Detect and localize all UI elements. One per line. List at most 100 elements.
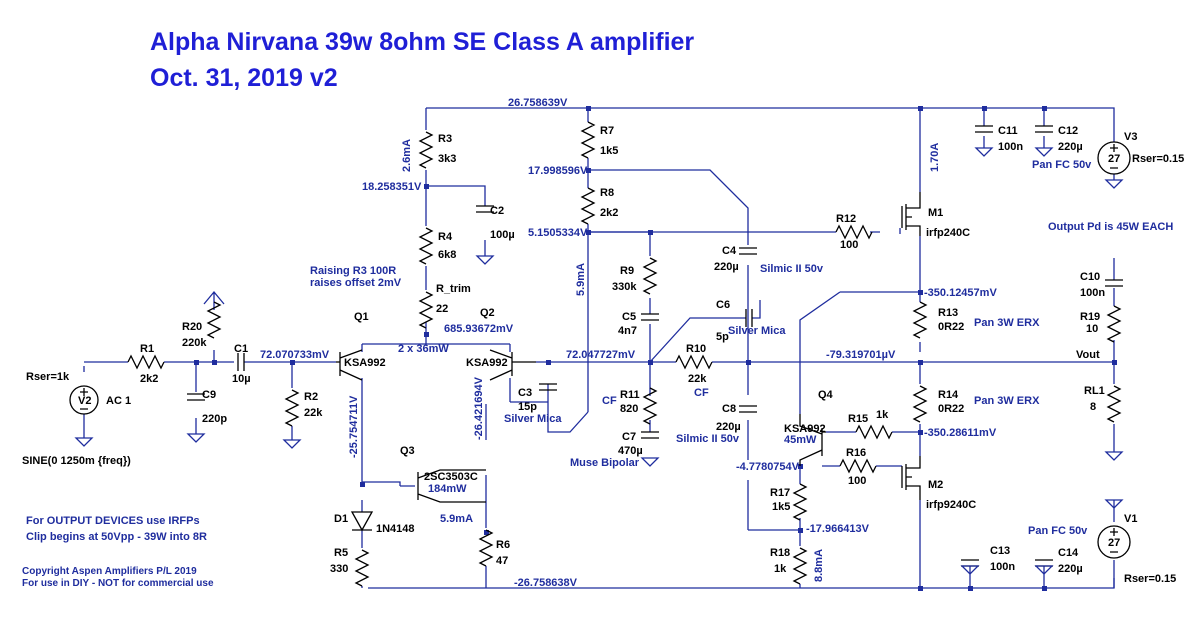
- r12-symbol: [835, 225, 873, 239]
- label-m2: M2: [928, 479, 943, 491]
- value-r3: 3k3: [438, 153, 456, 165]
- label-r19: R19: [1080, 311, 1100, 323]
- value-v2: AC 1: [106, 395, 131, 407]
- node-r8: 5.1505334V: [528, 227, 588, 239]
- r15-symbol: [855, 425, 893, 439]
- value-r1: 2k2: [140, 373, 158, 385]
- label-q1: Q1: [354, 311, 369, 323]
- ann-silmic1: Silmic II 50v: [760, 263, 824, 275]
- label-c10: C10: [1080, 271, 1100, 283]
- r14-symbol: [913, 385, 927, 423]
- value-c5: 4n7: [618, 325, 637, 337]
- transistors: [336, 192, 921, 532]
- ann-silmic2: Silmic II 50v: [676, 433, 740, 445]
- c7-symbol: [640, 431, 660, 439]
- label-c12: C12: [1058, 125, 1078, 137]
- r16-symbol: [839, 459, 877, 473]
- ann-cf2: CF: [694, 387, 709, 399]
- ann-devices1: For OUTPUT DEVICES use IRFPs: [26, 515, 200, 527]
- r20-symbol: [207, 301, 221, 339]
- rtrim-symbol: [419, 291, 433, 329]
- label-r8: R8: [600, 187, 614, 199]
- label-q2: Q2: [480, 307, 495, 319]
- value-v1: 27: [1108, 537, 1120, 549]
- c11-symbol: [974, 125, 994, 133]
- c5-symbol: [640, 313, 660, 321]
- value-r2: 22k: [304, 407, 323, 419]
- value-r6: 47: [496, 555, 508, 567]
- label-r15: R15: [848, 413, 868, 425]
- value-c9: 220p: [202, 413, 227, 425]
- rl1-symbol: [1107, 385, 1121, 423]
- label-c9: C9: [202, 389, 216, 401]
- value-c11: 100n: [998, 141, 1023, 153]
- label-c1: C1: [234, 343, 248, 355]
- ann-p-q4: 45mW: [784, 434, 817, 446]
- ann-pancap1: Pan FC 50v: [1032, 159, 1092, 171]
- label-c11: C11: [998, 125, 1018, 137]
- value-r15: 1k: [876, 409, 889, 421]
- label-r17: R17: [770, 487, 790, 499]
- label-r20: R20: [182, 321, 202, 333]
- ann-silver2: Silver Mica: [728, 325, 786, 337]
- ann-silver1: Silver Mica: [504, 413, 562, 425]
- ann-devices2: Clip begins at 50Vpp - 39W into 8R: [26, 531, 207, 543]
- value-r20: 220k: [182, 337, 207, 349]
- label-r7: R7: [600, 125, 614, 137]
- label-rtrim: R_trim: [436, 283, 471, 295]
- ann-muse: Muse Bipolar: [570, 457, 640, 469]
- ann-raising2: raises offset 2mV: [310, 277, 402, 289]
- label-c7: C7: [622, 431, 636, 443]
- r17-symbol: [793, 483, 807, 521]
- r20-supply-arrow: [203, 290, 225, 305]
- label-c5: C5: [622, 311, 636, 323]
- label-d1: D1: [334, 513, 348, 525]
- label-r1: R1: [140, 343, 154, 355]
- label-r2: R2: [304, 391, 318, 403]
- node-q2c: 685.93672mV: [444, 323, 514, 335]
- ann-copy1: Copyright Aspen Amplifiers P/L 2019: [22, 566, 197, 577]
- c13-symbol: [960, 559, 980, 567]
- r5-symbol: [355, 549, 369, 587]
- value-r13: 0R22: [938, 321, 964, 333]
- label-r6: R6: [496, 539, 510, 551]
- label-c6: C6: [716, 299, 730, 311]
- label-c13: C13: [990, 545, 1010, 557]
- value-r10: 22k: [688, 373, 707, 385]
- rser-v3: Rser=0.15: [1132, 153, 1184, 165]
- node-vplus: 26.758639V: [508, 97, 568, 109]
- node-fb: 72.047727mV: [566, 349, 636, 361]
- label-c2: C2: [490, 205, 504, 217]
- value-c8: 220µ: [716, 421, 741, 433]
- value-d1: 1N4148: [376, 523, 415, 535]
- label-r18: R18: [770, 547, 790, 559]
- r6-symbol: [479, 529, 493, 567]
- value-m1: irfp240C: [926, 227, 970, 239]
- r18-symbol: [793, 547, 807, 585]
- value-r9: 330k: [612, 281, 637, 293]
- ann-raising1: Raising R3 100R: [310, 265, 396, 277]
- node-m1s: -350.12457mV: [924, 287, 997, 299]
- value-c6: 5p: [716, 331, 729, 343]
- r7-symbol: [581, 121, 595, 159]
- r13-symbol: [913, 301, 927, 339]
- node-r3: 18.258351V: [362, 181, 422, 193]
- label-r9: R9: [620, 265, 634, 277]
- label-r16: R16: [846, 447, 866, 459]
- value-r5: 330: [330, 563, 348, 575]
- value-c4: 220µ: [714, 261, 739, 273]
- label-v1: V1: [1124, 513, 1137, 525]
- value-c10: 100n: [1080, 287, 1105, 299]
- node-inb: 72.070733mV: [260, 349, 330, 361]
- ann-i-r7: 5.9mA: [575, 263, 587, 296]
- value-r14: 0R22: [938, 403, 964, 415]
- value-c1: 10µ: [232, 373, 251, 385]
- label-r11: R11: [620, 389, 640, 401]
- value-q1: KSA992: [344, 357, 386, 369]
- label-r14: R14: [938, 389, 959, 401]
- value-rtrim: 22: [436, 303, 448, 315]
- c1-symbol: [237, 352, 245, 372]
- value-c12: 220µ: [1058, 141, 1083, 153]
- r11-symbol: [643, 387, 657, 425]
